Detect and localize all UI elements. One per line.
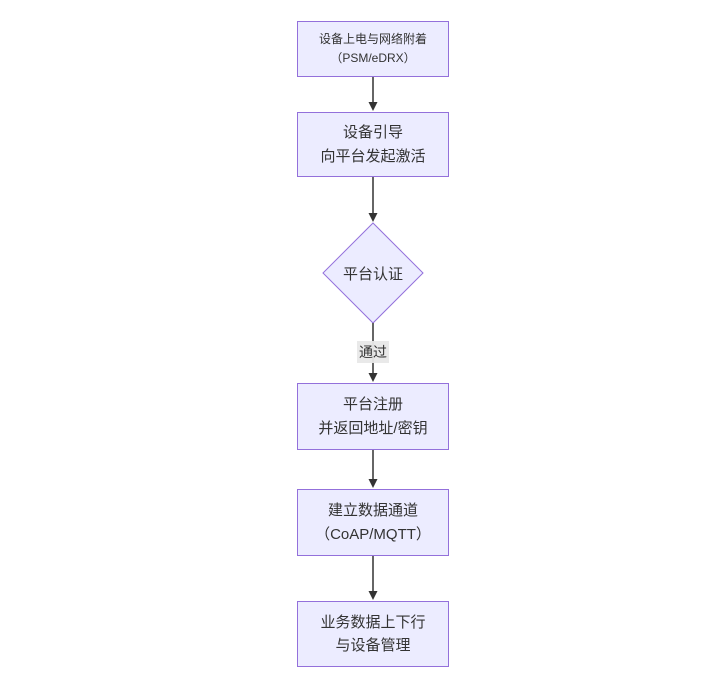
node-label: （CoAP/MQTT） — [315, 525, 431, 543]
node-data-channel: 建立数据通道 （CoAP/MQTT） — [297, 489, 449, 556]
node-label: 并返回地址/密钥 — [318, 419, 428, 437]
edge-label-pass: 通过 — [357, 341, 389, 363]
arrowhead-icon — [368, 102, 378, 111]
edge-channel-business — [368, 556, 378, 600]
node-business-data: 业务数据上下行 与设备管理 — [297, 601, 449, 667]
node-label: 向平台发起激活 — [320, 147, 426, 165]
node-label: （PSM/eDRX） — [330, 51, 416, 65]
node-platform-register: 平台注册 并返回地址/密钥 — [297, 383, 449, 450]
edge-power-bootstrap — [368, 77, 378, 111]
node-label: 与设备管理 — [335, 637, 411, 654]
node-label: 设备引导 — [342, 124, 403, 142]
arrowhead-icon — [368, 373, 378, 382]
node-label: 建立数据通道 — [327, 502, 418, 520]
arrowhead-icon — [368, 479, 378, 488]
edge-register-channel — [368, 450, 378, 488]
node-label: 业务数据上下行 — [320, 613, 426, 631]
node-label: 平台注册 — [342, 396, 403, 414]
arrowhead-icon — [368, 213, 378, 222]
node-bootstrap: 设备引导 向平台发起激活 — [297, 112, 449, 177]
arrowhead-icon — [368, 591, 378, 600]
node-power-attach: 设备上电与网络附着 （PSM/eDRX） — [297, 21, 449, 77]
node-label: 设备上电与网络附着 — [318, 32, 427, 47]
decision-diamond-shape — [322, 222, 424, 324]
edge-bootstrap-auth — [368, 177, 378, 222]
